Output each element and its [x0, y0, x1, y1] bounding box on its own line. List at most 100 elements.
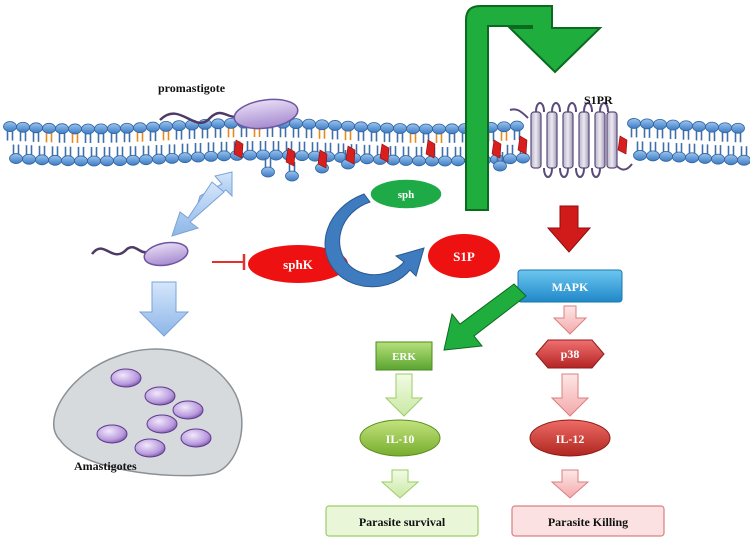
sph-label: sph: [398, 189, 415, 201]
lipid-orange: [341, 120, 355, 141]
lipid: [126, 146, 140, 166]
inhibition-line: [212, 254, 246, 270]
erk-label: ERK: [392, 351, 416, 363]
lipid: [22, 145, 36, 165]
phosphorylation-arrow: [324, 193, 425, 288]
lipid: [503, 144, 517, 165]
lipid: [146, 121, 160, 142]
lipid: [360, 144, 374, 165]
lipid: [672, 143, 686, 163]
membrane-protein: [285, 147, 296, 167]
membrane-protein: [233, 139, 244, 159]
lipid: [679, 120, 693, 140]
lipid-orange: [315, 119, 329, 139]
cell-membrane: [3, 117, 750, 182]
lipid: [399, 146, 413, 166]
lipid: [295, 141, 309, 162]
lipid: [152, 145, 166, 165]
lipid: [438, 146, 452, 167]
lipid: [731, 122, 745, 143]
sph-node: [369, 178, 443, 210]
lipid: [191, 142, 205, 163]
lipid: [354, 121, 368, 141]
lipid: [204, 142, 218, 162]
lipid: [35, 145, 49, 166]
lipid: [107, 123, 121, 143]
sphk-label: sphK: [283, 257, 314, 272]
lipid: [393, 123, 407, 143]
lipid: [692, 121, 706, 141]
lipid-orange: [497, 121, 511, 141]
lipid: [711, 145, 725, 165]
p38-label: p38: [561, 347, 580, 361]
il10-label: IL-10: [386, 432, 415, 446]
lipid: [659, 142, 673, 162]
parasite-killing-box: [511, 505, 665, 537]
p38-to-il12-arrow: [550, 373, 590, 417]
lipid: [640, 118, 654, 138]
uptake-arrow-main: [171, 181, 225, 237]
lipid: [412, 146, 426, 167]
lipid: [302, 118, 316, 139]
sphk-node: [248, 245, 348, 283]
lipid: [666, 119, 680, 140]
lipid: [328, 120, 342, 140]
membrane-protein: [491, 139, 502, 159]
parasite-killing-label: Parasite Killing: [548, 515, 628, 529]
lipid: [705, 121, 719, 142]
lipid: [419, 123, 433, 143]
membrane-protein: [517, 135, 528, 155]
lipid-orange: [42, 122, 56, 143]
internalized-parasite-icon: [91, 241, 189, 267]
lipid: [367, 122, 381, 142]
il10-to-survival-arrow: [380, 469, 420, 499]
lipid: [269, 141, 283, 161]
lipid: [16, 121, 30, 142]
lipid: [165, 144, 179, 164]
parasite-survival-box: [325, 505, 479, 537]
lipid: [698, 144, 712, 164]
lipid: [285, 162, 299, 182]
lipid: [646, 141, 660, 162]
membrane-protein: [317, 149, 328, 169]
lipid: [61, 146, 75, 167]
lipid: [627, 118, 641, 138]
lipid: [718, 122, 732, 142]
s1pr-receptor-icon: [509, 102, 633, 178]
lipid: [510, 120, 524, 141]
s1p-export-arrow: [465, 5, 603, 211]
mapk-to-p38-arrow: [552, 305, 588, 335]
lipid: [451, 146, 465, 167]
il12-node: [529, 419, 611, 457]
lipid: [685, 143, 699, 164]
lipid: [737, 146, 750, 166]
amastigote-icon: [96, 368, 212, 458]
lipid: [178, 143, 192, 164]
lipid: [308, 142, 322, 162]
lipid: [74, 146, 88, 167]
lipid: [256, 141, 270, 161]
lipid: [81, 123, 95, 143]
lipid: [243, 141, 257, 161]
erk-node: [375, 341, 433, 371]
lipid: [653, 118, 667, 139]
lipid-orange: [406, 123, 420, 143]
s1pr-label: S1PR: [584, 93, 613, 107]
p38-node: [535, 339, 605, 369]
lipid: [445, 123, 459, 143]
lipid-orange: [432, 123, 446, 143]
s1p-node: [428, 234, 500, 278]
mapk-to-erk-arrow: [443, 283, 527, 351]
lipid: [633, 141, 647, 161]
mapk-node: [517, 269, 623, 303]
lipid: [289, 118, 303, 138]
promastigote-parasite-icon: [159, 98, 299, 130]
lipid: [172, 120, 186, 140]
membrane-protein: [617, 135, 628, 155]
lipid: [724, 145, 738, 166]
lipid: [48, 146, 62, 166]
lipid: [217, 141, 231, 162]
promastigote-label: promastigote: [158, 81, 226, 95]
membrane-protein: [425, 139, 436, 159]
